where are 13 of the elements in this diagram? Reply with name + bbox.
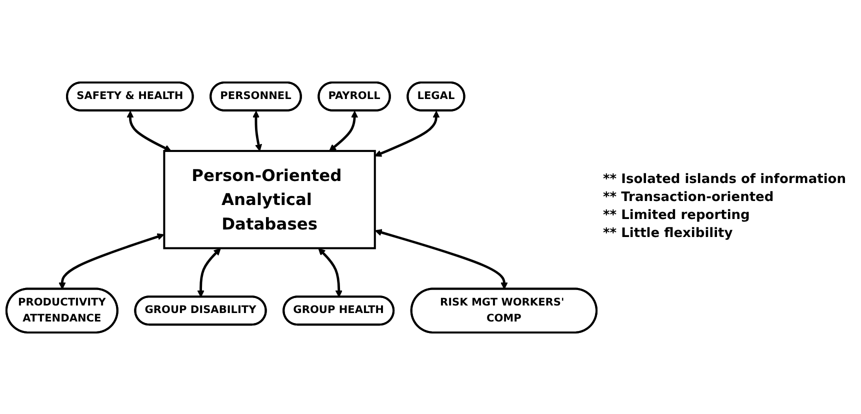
arrow — [329, 110, 358, 151]
note-text: ** Little flexibility — [603, 225, 734, 244]
arrow — [252, 110, 262, 151]
note-text: ** Transaction-oriented — [603, 188, 775, 207]
arrow — [374, 228, 508, 289]
arrow — [58, 232, 164, 289]
arrow — [374, 110, 440, 156]
note-text: ** Isolated islands of information — [603, 170, 847, 189]
arrow — [197, 248, 221, 297]
arrow — [318, 248, 342, 297]
note-text: ** Limited reporting — [603, 207, 751, 225]
arrow — [126, 110, 172, 151]
node-box: Person-Oriented Analytical Databases — [163, 149, 376, 249]
